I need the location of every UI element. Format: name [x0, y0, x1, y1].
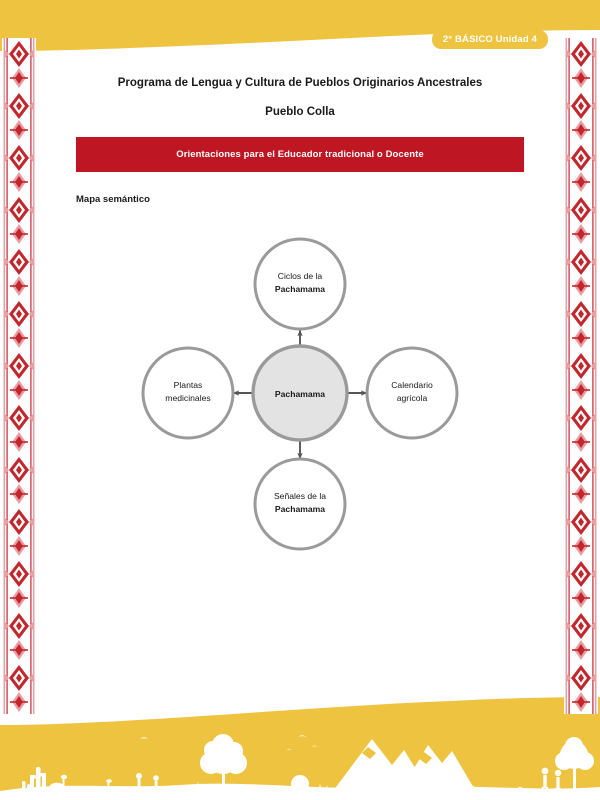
node-senales-line2: Pachamama — [275, 504, 325, 514]
node-ciclos: Ciclos de la Pachamama — [253, 237, 347, 331]
badge-stem — [489, 24, 496, 34]
orientation-banner: Orientaciones para el Educador tradicion… — [76, 137, 524, 173]
section-heading: Mapa semántico — [76, 194, 150, 206]
node-senales: Señales de la Pachamama — [253, 457, 347, 551]
top-yellow-band — [0, 0, 600, 56]
node-calendario: Calendario agrícola — [365, 346, 459, 440]
node-ciclos-line2: Pachamama — [275, 284, 325, 294]
semantic-map-diagram: Ciclos de la Pachamama Calendario agríco… — [100, 217, 500, 569]
page-subtitle: Pueblo Colla — [265, 105, 335, 118]
orientation-banner-text: Orientaciones para el Educador tradicion… — [176, 149, 424, 161]
node-pachamama-center: Pachamama — [251, 344, 349, 442]
node-plantas-line1: Plantas — [174, 380, 203, 390]
woven-border-right — [564, 38, 598, 714]
node-senales-line1: Señales de la — [274, 491, 326, 501]
woven-border-left — [2, 38, 36, 714]
node-pachamama-center-label: Pachamama — [275, 389, 325, 399]
node-calendario-line2: agrícola — [397, 393, 428, 403]
node-calendario-line1: Calendario — [391, 380, 433, 390]
unit-badge: 2° BÁSICO Unidad 4 — [431, 30, 548, 49]
node-plantas: Plantas medicinales — [141, 346, 235, 440]
page-title: Programa de Lengua y Cultura de Pueblos … — [117, 77, 483, 89]
bottom-landscape-illustration — [0, 695, 600, 800]
node-ciclos-line1: Ciclos de la — [278, 271, 323, 281]
content-area: Programa de Lengua y Cultura de Pueblos … — [48, 62, 552, 569]
node-plantas-line2: medicinales — [165, 393, 210, 403]
